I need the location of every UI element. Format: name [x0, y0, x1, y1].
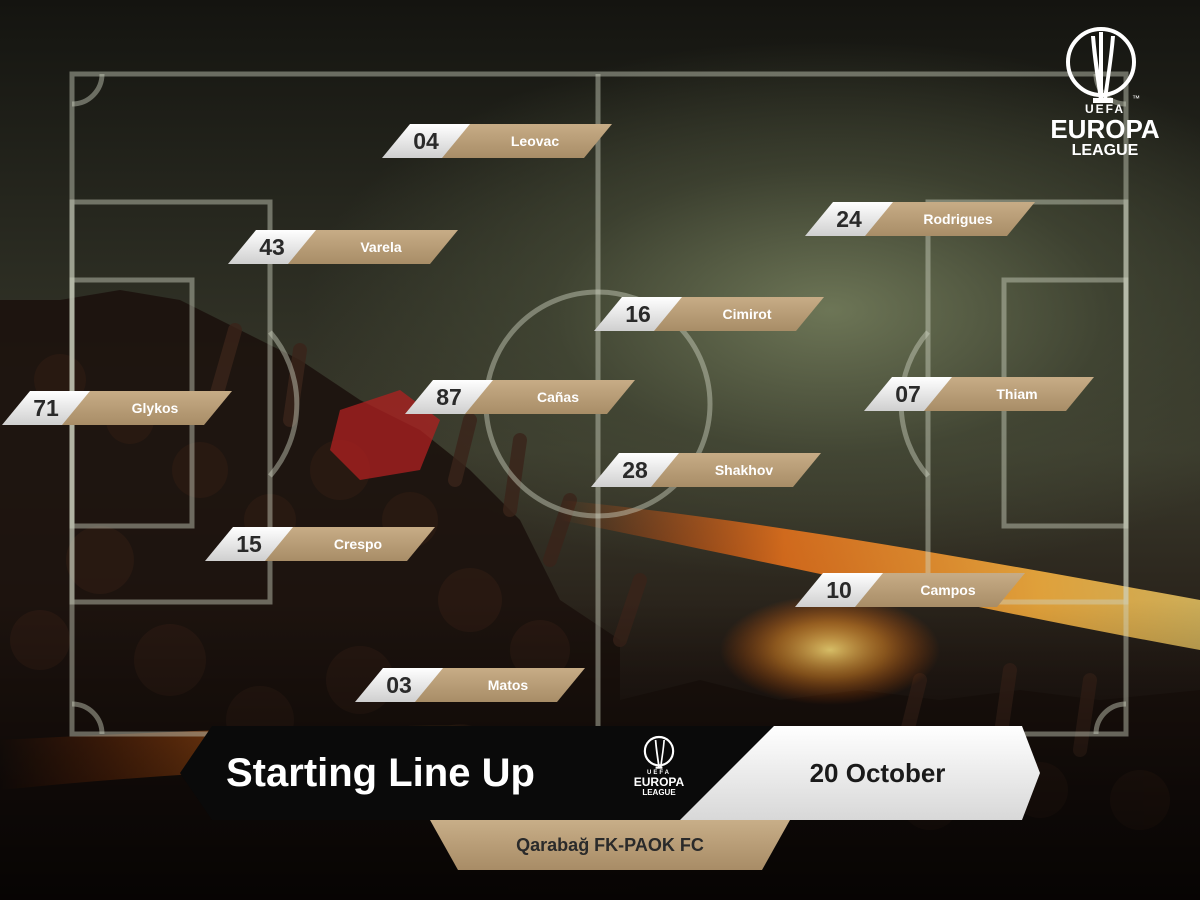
- player-name: Thiam: [922, 377, 1094, 411]
- player-name: Leovac: [440, 124, 612, 158]
- player-name: Varela: [286, 230, 458, 264]
- trophy-icon: [643, 735, 675, 769]
- logo-league-text: LEAGUE: [1071, 142, 1139, 159]
- banner-title: Starting Line Up: [226, 751, 535, 795]
- logo-uefa-text: UEFA: [646, 770, 671, 776]
- logo-league-text: LEAGUE: [642, 788, 676, 797]
- player-name: Rodrigues: [863, 202, 1035, 236]
- match-date: 20 October: [809, 758, 946, 788]
- player-name: Campos: [853, 573, 1025, 607]
- player-name: Shakhov: [649, 453, 821, 487]
- banner-dark-panel: [180, 726, 780, 820]
- logo-europa-text: EUROPA: [1050, 114, 1160, 144]
- player-name: Glykos: [60, 391, 232, 425]
- player-name: Cañas: [463, 380, 635, 414]
- trademark-symbol: ™: [1132, 94, 1140, 103]
- banner-europa-logo: UEFA EUROPA LEAGUE: [614, 734, 704, 814]
- europa-league-logo: UEFA EUROPA LEAGUE ™: [1040, 22, 1170, 192]
- player-name: Cimirot: [652, 297, 824, 331]
- title-banner: Starting Line Up UEFA EUROPA LEAGUE 20 O…: [180, 726, 1040, 820]
- logo-europa-text: EUROPA: [633, 775, 685, 789]
- player-name: Matos: [413, 668, 585, 702]
- trophy-icon: [1066, 27, 1136, 103]
- player-name: Crespo: [263, 527, 435, 561]
- match-teams: Qarabağ FK-PAOK FC: [430, 820, 790, 870]
- logo-uefa-text: UEFA: [1084, 102, 1125, 116]
